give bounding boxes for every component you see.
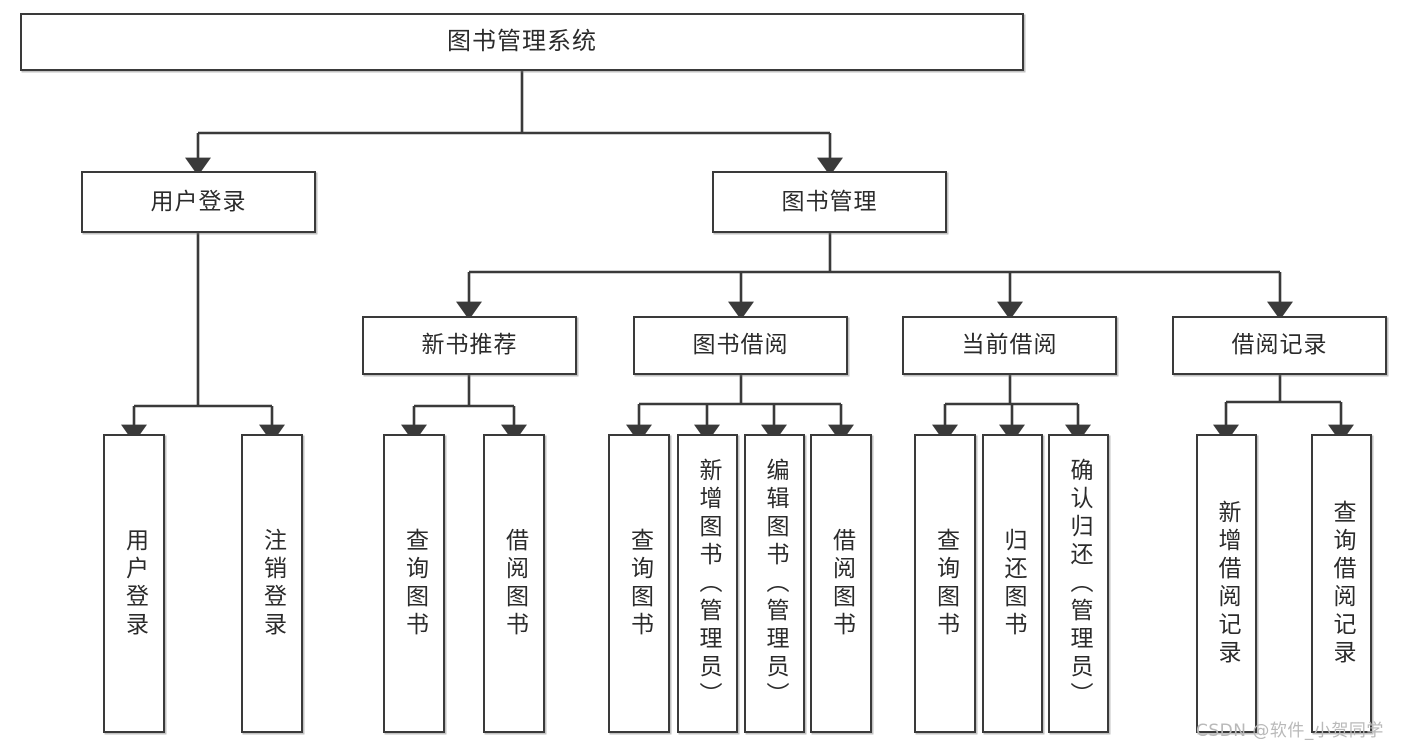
node-label: 查询图书	[401, 527, 428, 640]
node-label: 查询图书	[932, 527, 959, 640]
node-new-book-recommendation[interactable]: 新书推荐	[362, 316, 577, 375]
node-label: 确认归还（管理员）	[1066, 457, 1092, 710]
node-label: 新书推荐	[421, 332, 518, 359]
leaf-logout[interactable]: 注销登录	[241, 434, 303, 733]
leaf-confirm-return-admin[interactable]: 确认归还（管理员）	[1048, 434, 1109, 733]
node-user-login[interactable]: 用户登录	[81, 171, 316, 233]
node-current-borrowing[interactable]: 当前借阅	[902, 316, 1117, 375]
node-label: 新增图书（管理员）	[695, 457, 721, 710]
leaf-edit-book-admin[interactable]: 编辑图书（管理员）	[744, 434, 805, 733]
node-label: 借阅记录	[1231, 332, 1328, 359]
node-label: 归还图书	[1000, 527, 1026, 640]
leaf-query-borrow-record[interactable]: 查询借阅记录	[1311, 434, 1372, 733]
node-borrowing-records[interactable]: 借阅记录	[1172, 316, 1387, 375]
node-root-book-management-system[interactable]: 图书管理系统	[20, 13, 1024, 71]
node-label: 查询借阅记录	[1329, 499, 1355, 668]
leaf-add-borrow-record[interactable]: 新增借阅记录	[1196, 434, 1257, 733]
node-label: 编辑图书（管理员）	[762, 457, 788, 710]
node-label: 图书管理	[781, 188, 878, 215]
node-label: 借阅图书	[828, 527, 855, 640]
node-label: 查询图书	[626, 527, 653, 640]
leaf-borrow-books-recommend[interactable]: 借阅图书	[483, 434, 545, 733]
leaf-query-books-current[interactable]: 查询图书	[914, 434, 976, 733]
node-label: 注销登录	[259, 527, 286, 640]
csdn-watermark: CSDN @软件_小贺同学	[1196, 721, 1384, 741]
leaf-add-book-admin[interactable]: 新增图书（管理员）	[677, 434, 738, 733]
node-book-management[interactable]: 图书管理	[712, 171, 947, 233]
leaf-query-books-recommend[interactable]: 查询图书	[383, 434, 445, 733]
node-book-borrowing[interactable]: 图书借阅	[633, 316, 848, 375]
node-label: 新增借阅记录	[1214, 499, 1240, 668]
node-label: 用户登录	[150, 188, 247, 215]
leaf-query-books-borrow[interactable]: 查询图书	[608, 434, 670, 733]
leaf-return-books[interactable]: 归还图书	[982, 434, 1043, 733]
node-label: 当前借阅	[961, 332, 1058, 359]
leaf-borrow-books[interactable]: 借阅图书	[810, 434, 872, 733]
node-label: 图书借阅	[692, 332, 789, 359]
node-label: 用户登录	[121, 527, 148, 640]
leaf-user-login[interactable]: 用户登录	[103, 434, 165, 733]
node-label: 图书管理系统	[447, 27, 597, 56]
node-label: 借阅图书	[501, 527, 528, 640]
